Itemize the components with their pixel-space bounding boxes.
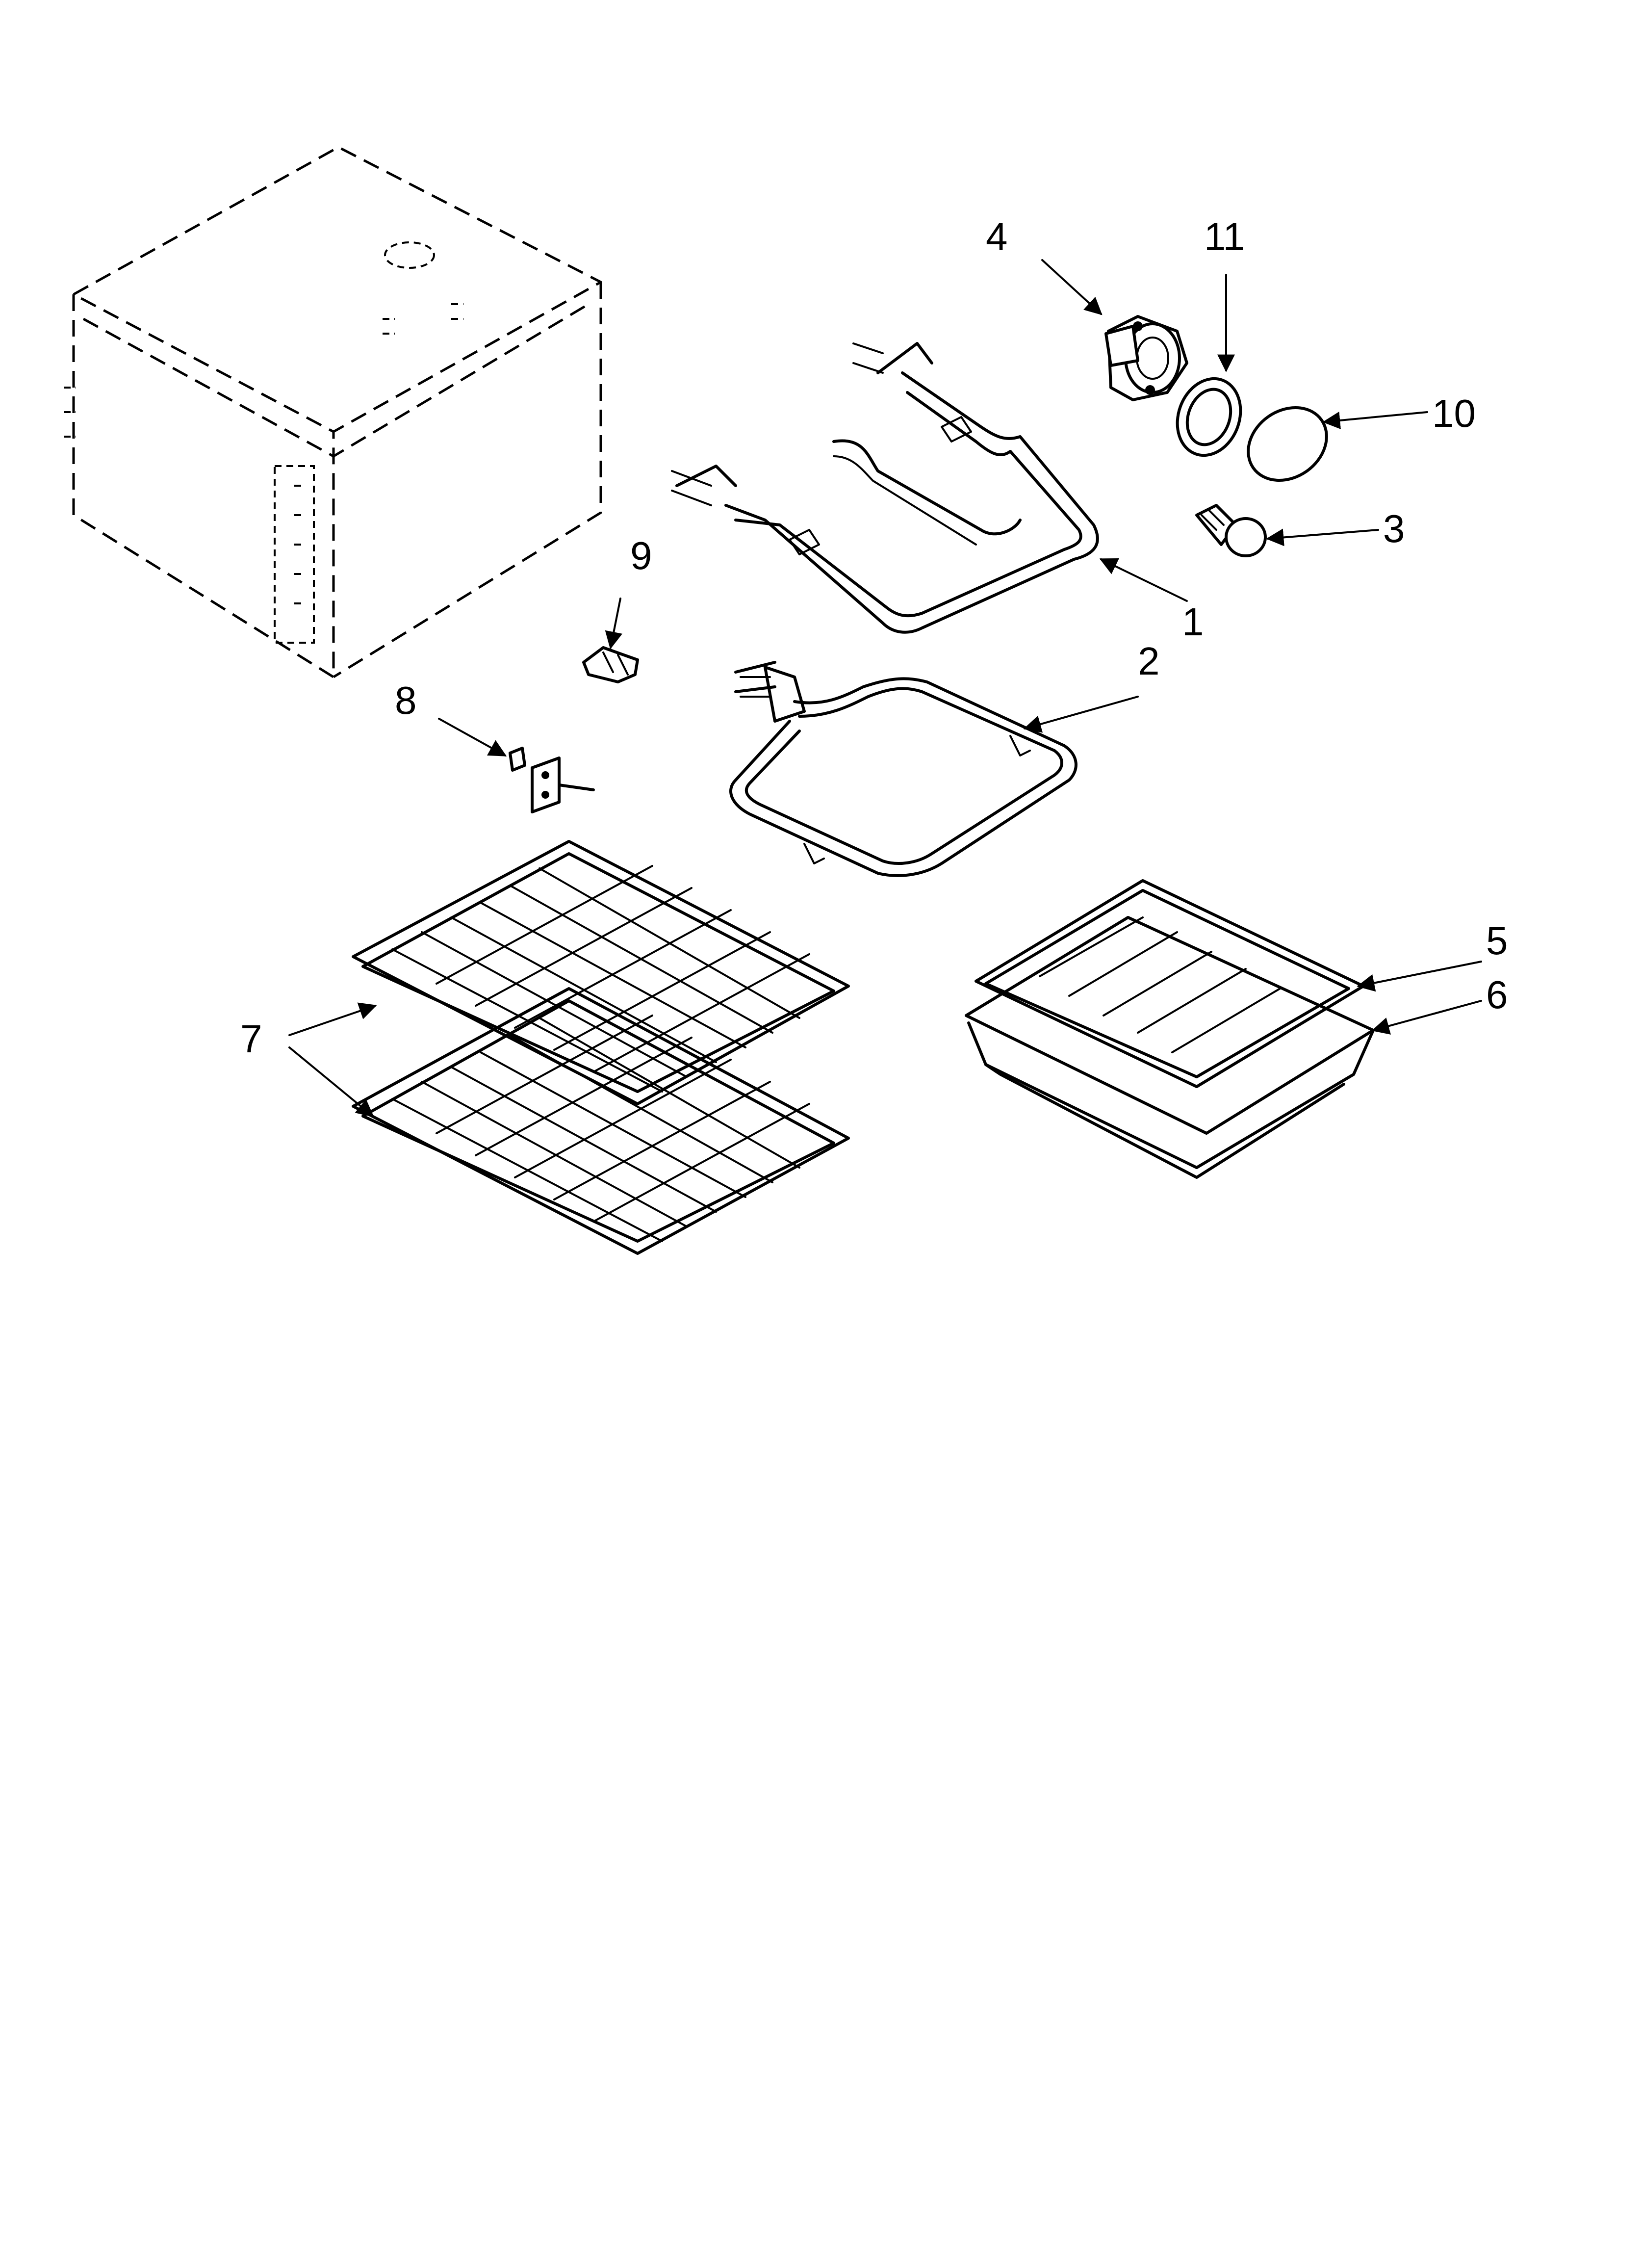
lens-cover-10 bbox=[1247, 406, 1328, 482]
heating-element-2 bbox=[729, 661, 1078, 877]
light-socket-4 bbox=[1104, 315, 1188, 401]
callout-8: 8 bbox=[395, 678, 417, 722]
callout-3: 3 bbox=[1383, 507, 1405, 550]
gasket-11 bbox=[1176, 377, 1242, 457]
leader-lines bbox=[288, 259, 1482, 1118]
callout-7: 7 bbox=[240, 1017, 262, 1061]
callout-10: 10 bbox=[1432, 391, 1476, 435]
clip-9 bbox=[582, 646, 639, 683]
bulb-3 bbox=[1195, 504, 1267, 557]
callout-5: 5 bbox=[1486, 919, 1508, 963]
oven-rack-lower bbox=[352, 987, 850, 1255]
callout-2: 2 bbox=[1138, 639, 1160, 683]
callout-4: 4 bbox=[986, 215, 1008, 259]
broiler-pan-6 bbox=[965, 916, 1375, 1179]
callout-9: 9 bbox=[630, 534, 652, 577]
heating-element-1 bbox=[671, 342, 1099, 634]
sensor-8 bbox=[509, 747, 595, 813]
broiler-grid-5 bbox=[975, 879, 1365, 1088]
callout-1: 1 bbox=[1182, 600, 1204, 644]
oven-rack-upper bbox=[352, 840, 850, 1105]
callout-11: 11 bbox=[1204, 215, 1245, 259]
callout-6: 6 bbox=[1486, 973, 1508, 1017]
oven-cavity-outline bbox=[64, 146, 602, 678]
